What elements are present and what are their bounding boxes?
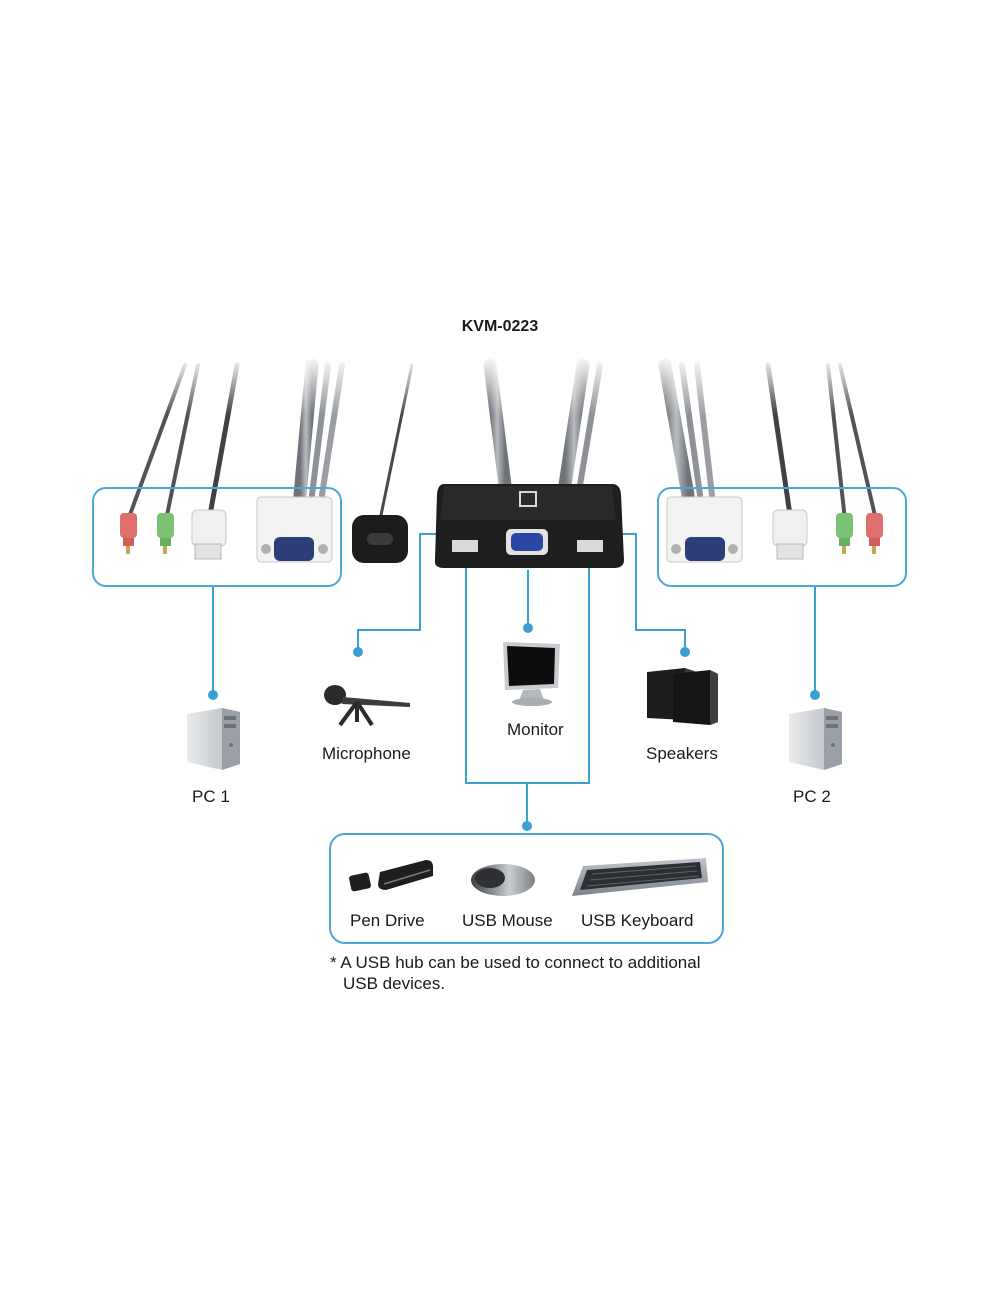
vga-plug-icon	[256, 496, 333, 563]
microphone-icon	[324, 685, 410, 727]
usb-mouse-label: USB Mouse	[462, 911, 553, 930]
connector-lines	[212, 533, 816, 826]
usb-hub-note: * A USB hub can be used to connect to ad…	[330, 952, 701, 994]
usb-hub-note-line2: USB devices.	[343, 974, 446, 993]
pc1-connector-group	[92, 487, 342, 587]
audio-plug-icon	[836, 513, 853, 554]
monitor-label: Monitor	[507, 720, 564, 739]
microphone-label: Microphone	[322, 744, 411, 763]
pc1-label: PC 1	[192, 787, 230, 806]
usb-plug-icon	[772, 509, 808, 560]
monitor-icon	[503, 642, 560, 706]
pen-drive-label: Pen Drive	[350, 911, 425, 930]
speakers-icon	[647, 668, 718, 725]
remote-button-icon	[352, 515, 408, 563]
vga-plug-icon	[666, 496, 743, 563]
mouse-icon	[471, 864, 535, 896]
connector-dots	[208, 623, 820, 831]
keyboard-icon	[572, 858, 708, 896]
usb-keyboard-label: USB Keyboard	[581, 911, 694, 930]
pc-tower-icon	[187, 708, 240, 770]
pen-drive-icon	[349, 860, 433, 892]
pc2-connector-group	[657, 487, 907, 587]
usb-hub-note-line1: * A USB hub can be used to connect to ad…	[330, 953, 701, 972]
audio-plug-icon	[157, 513, 174, 554]
audio-plug-icon	[866, 513, 883, 554]
diagram-title: KVM-0223	[461, 318, 539, 335]
pc2-label: PC 2	[793, 787, 831, 806]
speakers-label: Speakers	[646, 744, 718, 763]
audio-plug-icon	[120, 513, 137, 554]
usb-plug-icon	[191, 509, 227, 560]
pc-tower-icon	[789, 708, 842, 770]
usb-devices-group	[329, 833, 724, 944]
kvm-switch-icon	[434, 484, 624, 568]
